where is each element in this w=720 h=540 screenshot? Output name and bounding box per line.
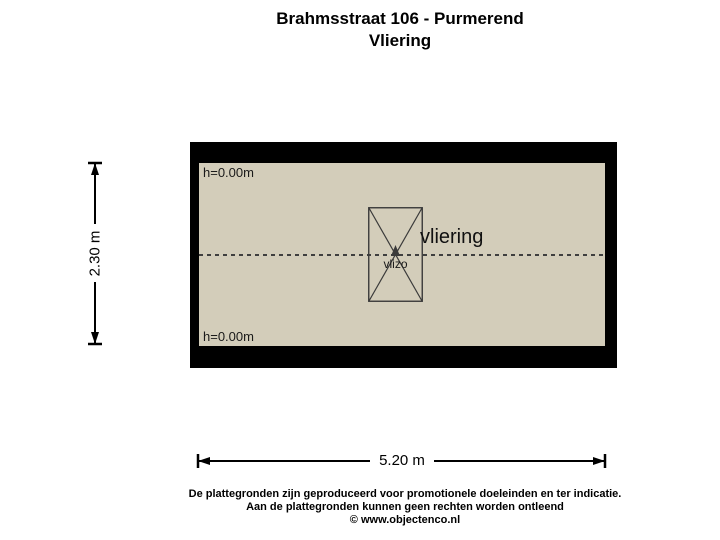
header: Brahmsstraat 106 - Purmerend Vliering <box>80 8 720 52</box>
page-subtitle: Vliering <box>368 31 432 50</box>
width-dimension-value: 5.20 m <box>379 452 425 469</box>
arrowhead-up-icon <box>91 163 99 175</box>
loft-hatch-outline <box>368 207 423 302</box>
footer-disclaimer: De plattegronden zijn geproduceerd voor … <box>90 488 720 527</box>
height-marker-bottom: h=0.00m <box>203 329 254 344</box>
room-label-vliering: vliering <box>420 226 484 248</box>
floorplan-floor: h=0.00m h=0.00m vliering vlizo <box>199 163 605 346</box>
hatch-label-vlizo: vlizo <box>383 257 408 271</box>
loft-hatch-symbol <box>368 207 423 302</box>
height-marker-top: h=0.00m <box>203 165 254 180</box>
ridge-dashed-line <box>199 254 605 256</box>
disclaimer-line-1: De plattegronden zijn geproduceerd voor … <box>188 488 622 500</box>
arrowhead-down-icon <box>91 332 99 344</box>
height-dimension-label: 2.30 m <box>84 224 106 282</box>
copyright-line: © www.objectenco.nl <box>349 514 461 526</box>
arrowhead-left-icon <box>198 457 210 465</box>
width-dimension-label: 5.20 m <box>370 450 434 471</box>
page-title: Brahmsstraat 106 - Purmerend <box>276 9 524 28</box>
arrow-up-icon <box>391 245 400 256</box>
floorplan-walls: h=0.00m h=0.00m vliering vlizo <box>190 142 617 368</box>
height-dimension-value: 2.30 m <box>86 230 104 276</box>
arrowhead-right-icon <box>593 457 605 465</box>
disclaimer-line-2: Aan de plattegronden kunnen geen rechten… <box>246 501 564 513</box>
